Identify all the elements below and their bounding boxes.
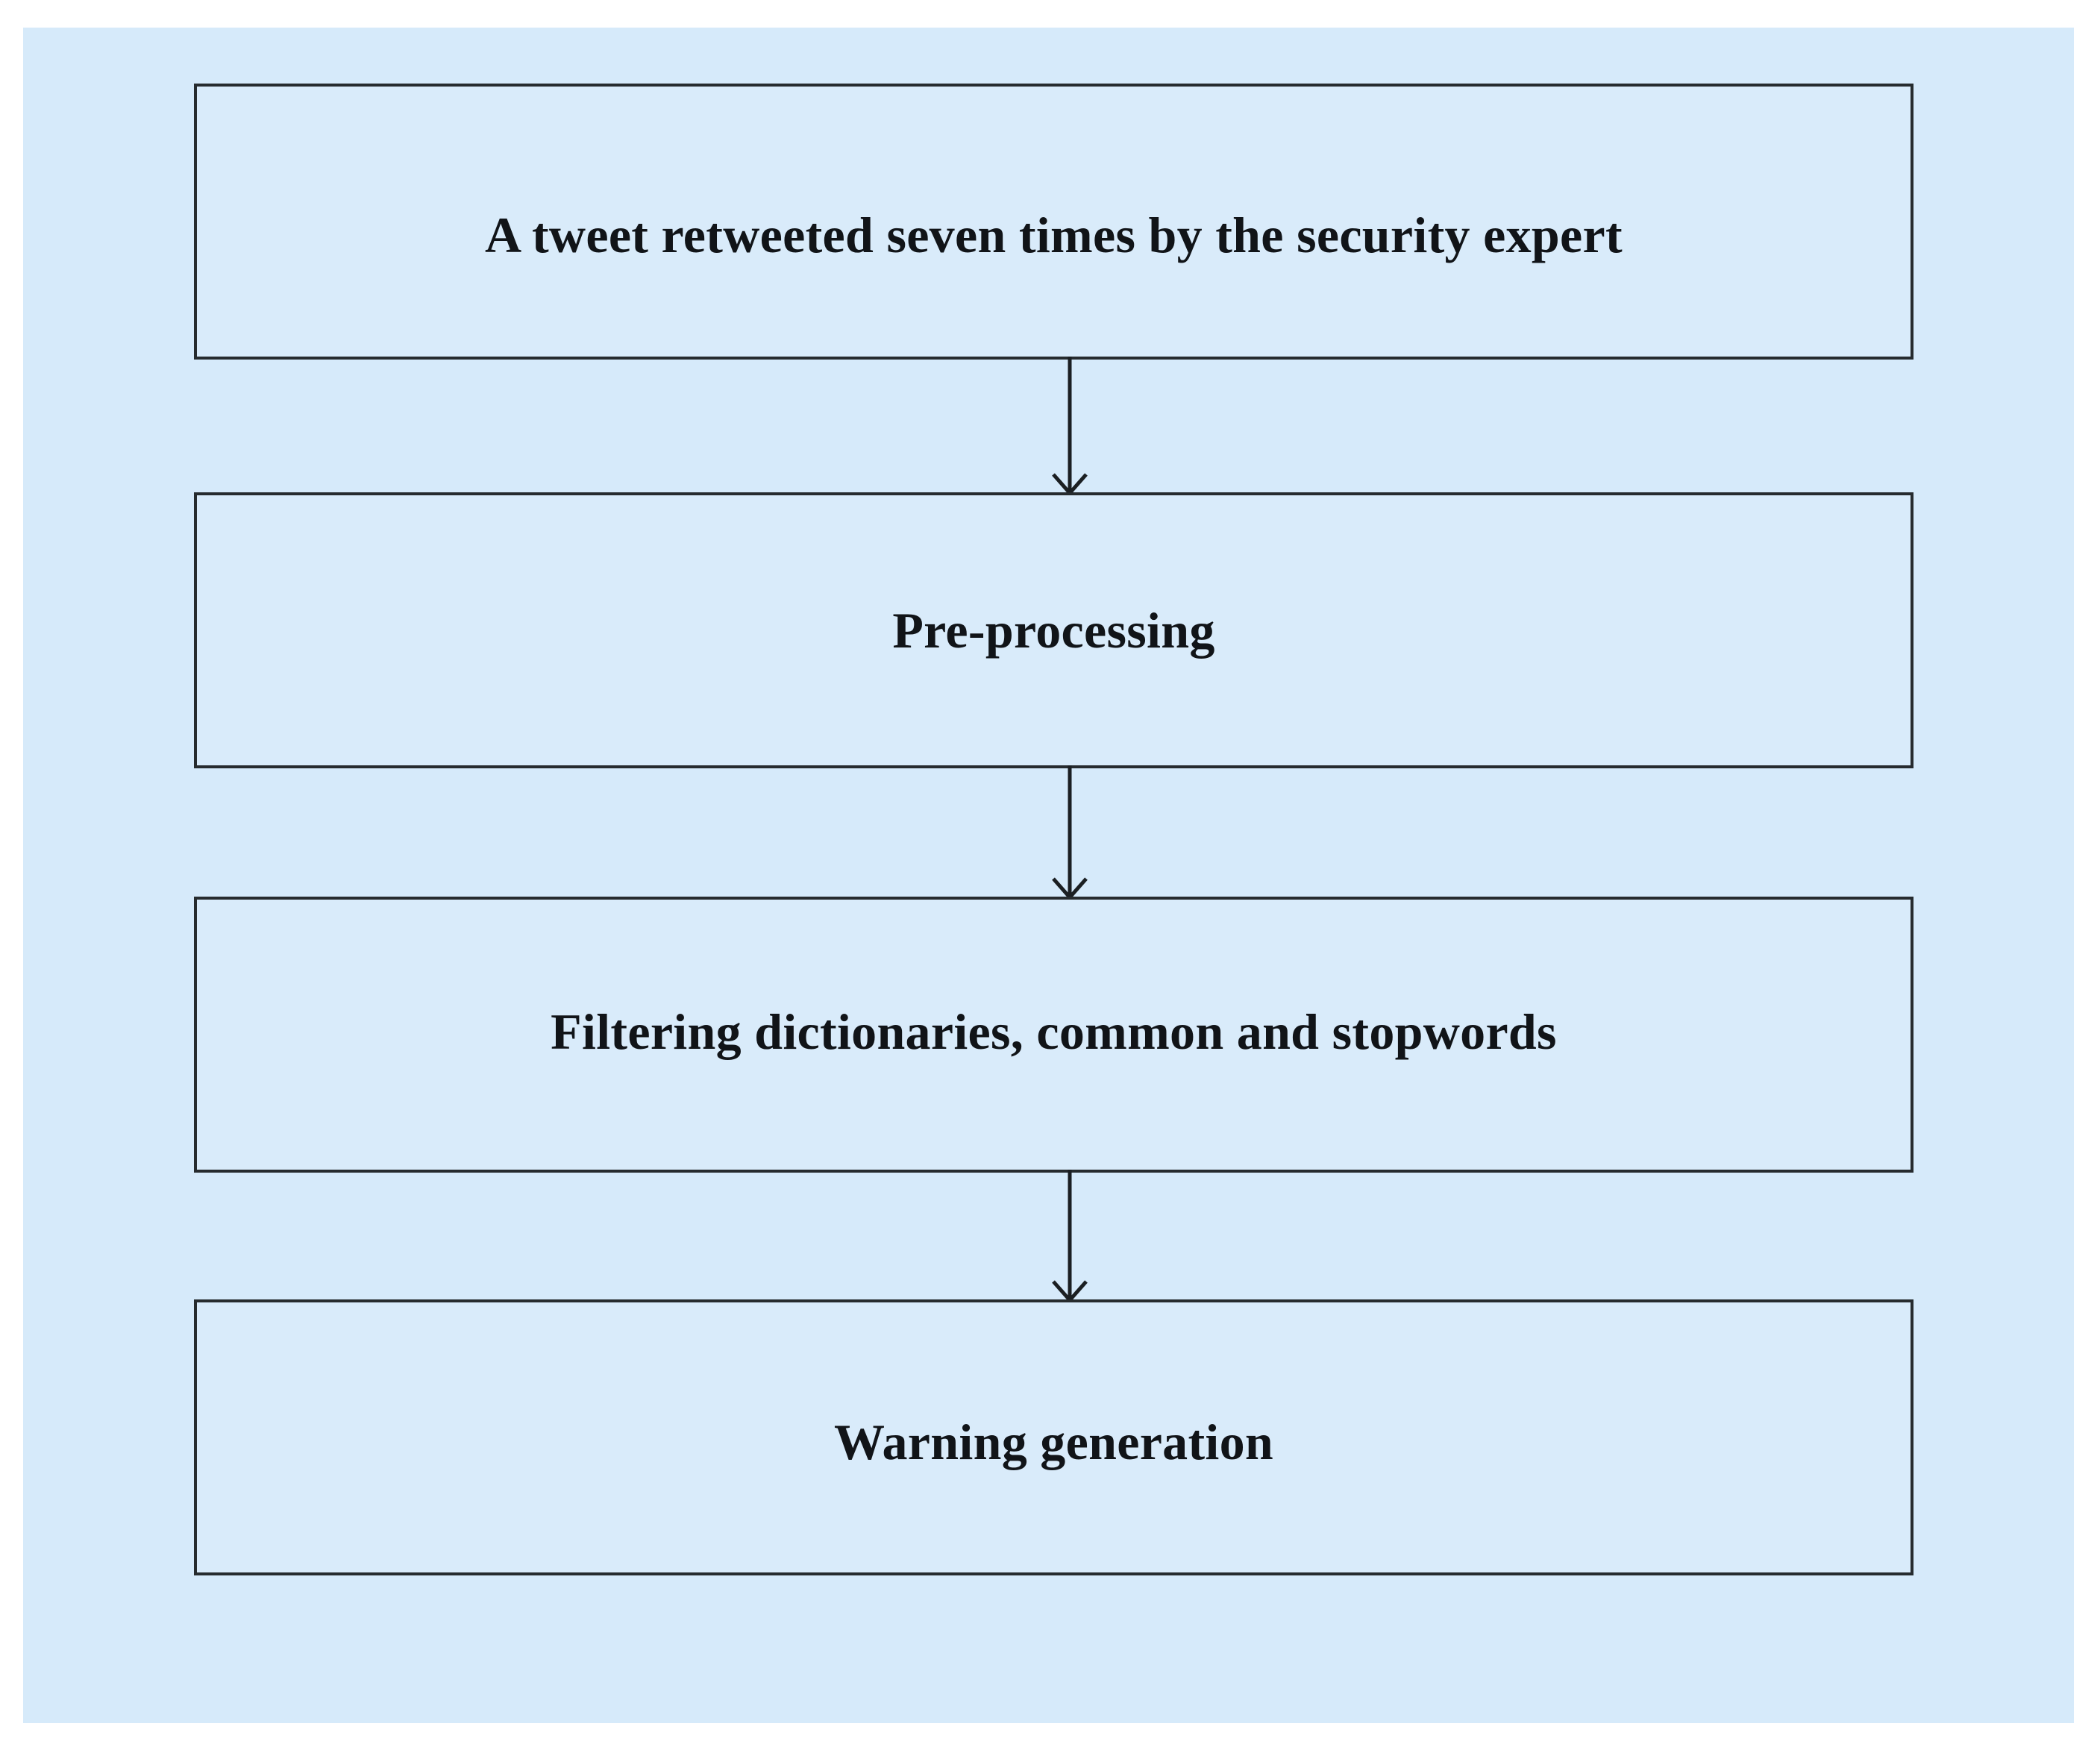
flowchart-node-label: Pre-processing — [892, 601, 1215, 659]
flowchart-node-label: A tweet retweeted seven times by the sec… — [485, 206, 1623, 263]
flowchart-canvas: A tweet retweeted seven times by the sec… — [23, 28, 2074, 1723]
flowchart-arrow-3 — [1025, 1170, 1115, 1302]
flowchart-node-label: Filtering dictionaries, common and stopw… — [551, 1003, 1557, 1060]
flowchart-node-warning-generation: Warning generation — [194, 1299, 1913, 1575]
flowchart-arrow-1 — [1025, 357, 1115, 495]
flowchart-node-filtering: Filtering dictionaries, common and stopw… — [194, 897, 1913, 1173]
flowchart-node-label: Warning generation — [833, 1413, 1274, 1470]
flowchart-arrow-2 — [1025, 765, 1115, 900]
flowchart-node-pre-processing: Pre-processing — [194, 492, 1913, 768]
flowchart-node-input-tweet: A tweet retweeted seven times by the sec… — [194, 84, 1913, 360]
